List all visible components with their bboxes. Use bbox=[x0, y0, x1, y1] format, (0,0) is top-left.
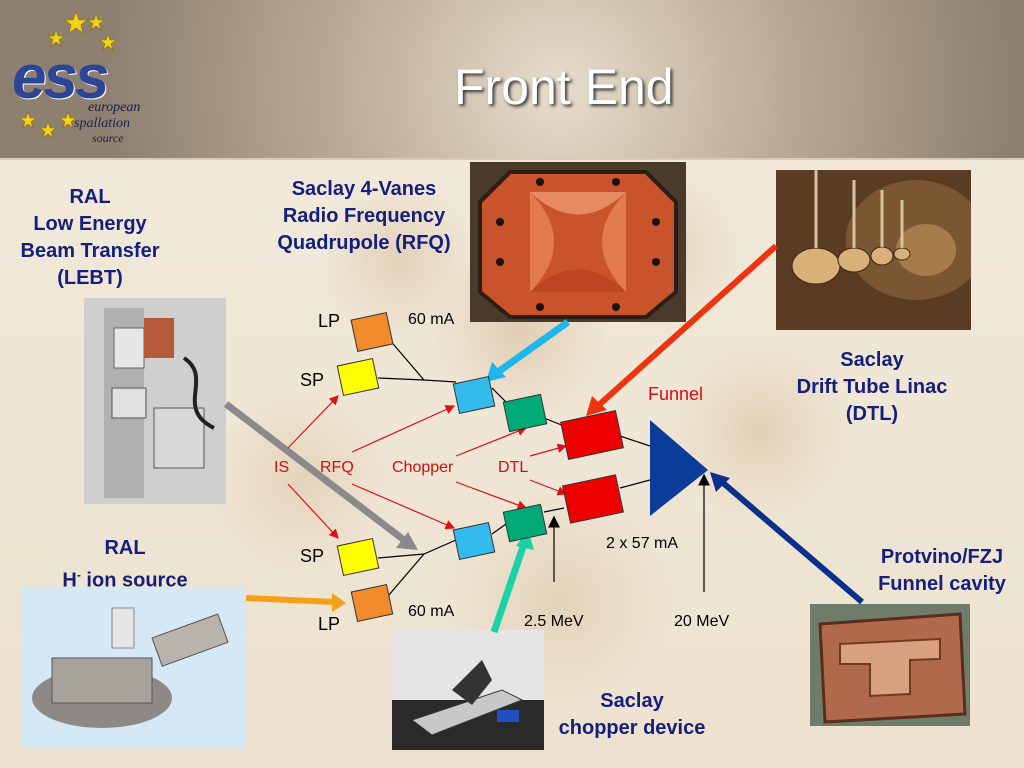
energy-2-label: 20 MeV bbox=[674, 613, 730, 630]
logo-stars-icon bbox=[19, 11, 117, 139]
flow-arrows bbox=[287, 395, 568, 539]
logo-line-2: spallation bbox=[74, 116, 131, 131]
lebt-photo bbox=[84, 298, 226, 504]
current-bottom-label: 60 mA bbox=[408, 603, 455, 620]
lebt-caption: RAL Low Energy Beam Transfer (LEBT) bbox=[4, 184, 176, 292]
banner-divider bbox=[0, 158, 1024, 160]
ion-source-text: ion source bbox=[80, 569, 188, 592]
ion-source-icon bbox=[22, 588, 246, 748]
chopper-device-icon bbox=[392, 630, 544, 750]
funnel-cavity-caption-line-1: Protvino/FZJ bbox=[880, 546, 1004, 568]
energy-1-label: 2.5 MeV bbox=[524, 613, 584, 630]
lp-top-label: LP bbox=[318, 311, 341, 331]
rfq-caption-line-2: Radio Frequency bbox=[282, 205, 446, 227]
sp-bottom-label: SP bbox=[300, 546, 325, 566]
ion-source-pointer-arrow bbox=[245, 593, 346, 612]
logo-line-1: european bbox=[88, 100, 141, 115]
funnel-cavity-icon bbox=[810, 604, 970, 726]
lp-bottom-label: LP bbox=[318, 614, 341, 634]
title-banner bbox=[0, 0, 1024, 158]
lp-top-box bbox=[350, 312, 394, 352]
is-label: IS bbox=[274, 459, 290, 476]
chopper-caption-line-1: Saclay bbox=[600, 690, 664, 712]
sp-top-label: SP bbox=[300, 370, 325, 390]
ess-logo: ess european spallation source bbox=[4, 4, 154, 150]
ion-source-symbol: H bbox=[62, 569, 77, 592]
dtl-caption-line-3: (DTL) bbox=[845, 403, 899, 425]
funnel-cavity-caption-line-2: Funnel cavity bbox=[878, 573, 1006, 595]
logo-wordmark: ess bbox=[12, 43, 109, 112]
rfq-top-box bbox=[452, 375, 496, 415]
rfq-bottom-box bbox=[452, 521, 496, 561]
funnel-cavity-caption: Protvino/FZJ Funnel cavity bbox=[860, 544, 1024, 598]
dtl-bottom-box bbox=[562, 474, 624, 524]
sp-top-box bbox=[336, 357, 380, 397]
dtl-caption: Saclay Drift Tube Linac (DTL) bbox=[782, 347, 962, 428]
funnel-cavity-pointer-arrow bbox=[710, 472, 864, 605]
rfq-caption: Saclay 4-Vanes Radio Frequency Quadrupol… bbox=[262, 176, 466, 257]
dtl-caption-line-1: Saclay bbox=[840, 349, 904, 371]
rfq-label: RFQ bbox=[320, 459, 354, 476]
sp-bottom-box bbox=[336, 537, 380, 577]
chopper-bottom-box bbox=[502, 503, 548, 543]
dtl-pointer-arrow bbox=[586, 243, 779, 416]
dtl-photo bbox=[776, 170, 971, 330]
dtl-top-box bbox=[560, 410, 624, 460]
current-top-label: 60 mA bbox=[408, 311, 455, 328]
slide-title: Front End bbox=[454, 59, 674, 115]
lebt-caption-line-3: Beam Transfer bbox=[20, 240, 160, 262]
lebt-caption-line-1: RAL bbox=[69, 186, 111, 208]
logo-line-3: source bbox=[92, 131, 124, 145]
dtl-caption-line-2: Drift Tube Linac bbox=[796, 376, 948, 398]
chopper-photo bbox=[392, 630, 544, 750]
chopper-label: Chopper bbox=[392, 459, 454, 476]
beam-lines bbox=[377, 337, 710, 597]
funnel-triangle bbox=[650, 420, 708, 516]
lebt-beamline-icon bbox=[84, 298, 226, 504]
ion-source-caption: RAL H- ion source bbox=[40, 535, 210, 595]
lebt-caption-line-2: Low Energy bbox=[33, 213, 147, 235]
lp-bottom-box bbox=[350, 583, 394, 623]
lebt-pointer-arrow bbox=[223, 401, 418, 550]
ion-source-photo bbox=[22, 588, 246, 748]
funnel-cavity-photo bbox=[810, 604, 970, 726]
ion-source-caption-line-1: RAL bbox=[104, 537, 146, 559]
dtl-label: DTL bbox=[498, 459, 529, 476]
dtl-tank-icon bbox=[776, 170, 971, 330]
rfq-caption-line-1: Saclay 4-Vanes bbox=[291, 178, 437, 200]
chopper-caption-line-2: chopper device bbox=[558, 717, 706, 739]
chopper-caption: Saclay chopper device bbox=[540, 688, 724, 742]
rfq-photo bbox=[470, 162, 686, 322]
rfq-pointer-arrow bbox=[486, 319, 571, 382]
lebt-caption-line-4: (LEBT) bbox=[57, 267, 123, 289]
funnel-label: Funnel bbox=[648, 384, 704, 404]
chopper-top-box bbox=[502, 393, 548, 433]
rfq-caption-line-3: Quadrupole (RFQ) bbox=[277, 232, 451, 254]
ion-source-charge: - bbox=[76, 568, 81, 582]
current-out-label: 2 x 57 mA bbox=[606, 535, 679, 552]
ion-source-caption-line-2: H- ion source bbox=[40, 562, 210, 595]
rfq-vanes-icon bbox=[470, 162, 686, 322]
